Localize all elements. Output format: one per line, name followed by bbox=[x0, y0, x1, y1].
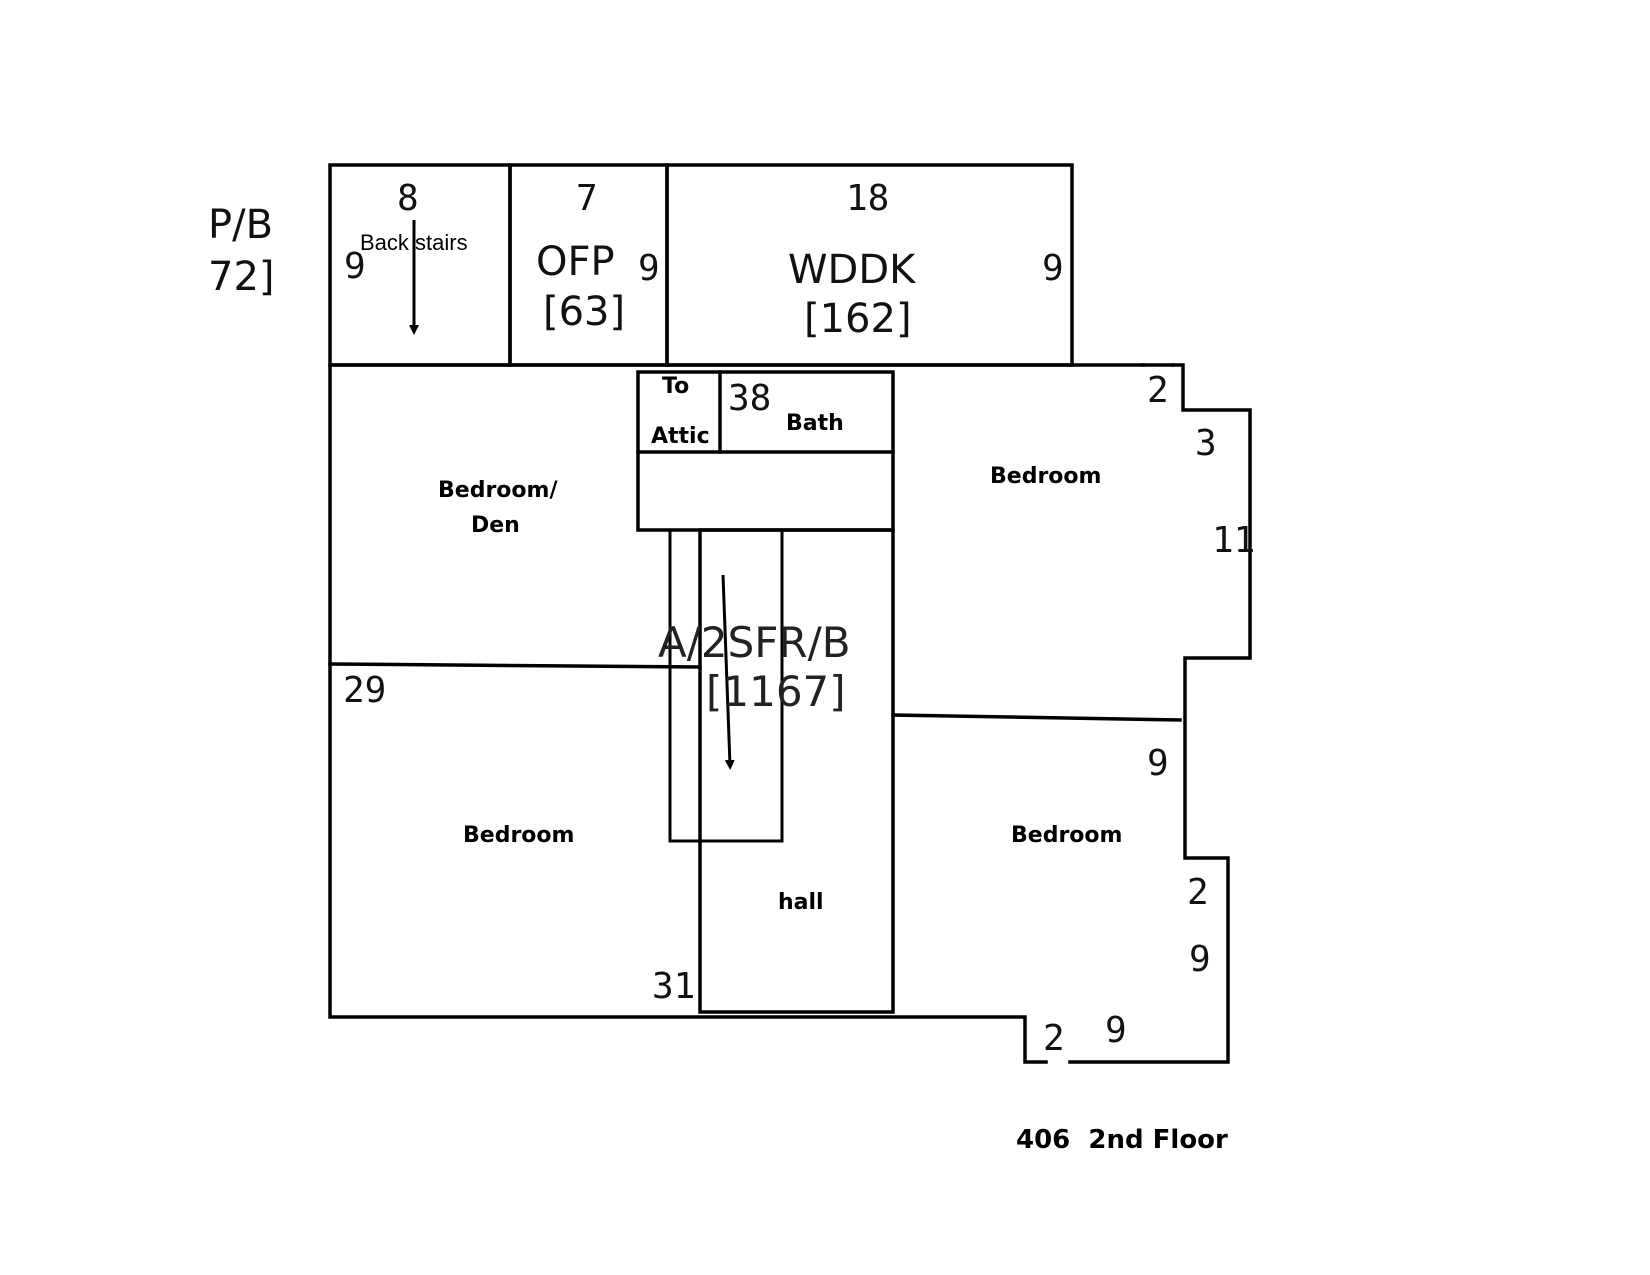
wddk-code: WDDK bbox=[788, 247, 917, 293]
dim-back-stairs-width: 8 bbox=[397, 178, 419, 219]
dim-right-bump: 11 bbox=[1212, 520, 1255, 561]
plan-caption: 406 2nd Floor bbox=[1016, 1125, 1228, 1155]
left-cut-area: 72] bbox=[208, 254, 275, 300]
dim-ofp-depth: 9 bbox=[638, 248, 660, 289]
hall bbox=[698, 528, 895, 1014]
label-bedroom-den-1: Bedroom/ bbox=[438, 478, 558, 503]
label-attic: Attic bbox=[651, 424, 710, 449]
wddk-area: [162] bbox=[804, 296, 912, 342]
dim-right-step-2: 2 bbox=[1187, 872, 1209, 913]
label-bedroom-se: Bedroom bbox=[1011, 823, 1122, 848]
label-back-stairs: Back stairs bbox=[360, 230, 468, 255]
dim-bath-width: 38 bbox=[728, 378, 771, 419]
dim-left-depth: 29 bbox=[343, 670, 386, 711]
dim-right-jog-step: 3 bbox=[1195, 423, 1217, 464]
label-to: To bbox=[662, 374, 689, 399]
ofp-area: [63] bbox=[543, 289, 625, 335]
main-code: A/2SFR/B bbox=[658, 618, 851, 667]
dim-bottom-width: 31 bbox=[652, 966, 695, 1007]
wall-right-bedrooms bbox=[891, 713, 1182, 722]
dim-right-lower-9: 9 bbox=[1189, 939, 1211, 980]
dim-right-wall-lower: 9 bbox=[1147, 743, 1169, 784]
dim-ofp-width: 7 bbox=[576, 178, 598, 219]
stairwell bbox=[668, 528, 784, 843]
dim-right-jog-top: 2 bbox=[1147, 370, 1169, 411]
dim-wddk-width: 18 bbox=[846, 178, 889, 219]
label-bath: Bath bbox=[786, 411, 844, 436]
label-bedroom-den-2: Den bbox=[471, 513, 520, 538]
wall-den-bedroom bbox=[328, 662, 702, 669]
dim-wddk-depth: 9 bbox=[1042, 248, 1064, 289]
ofp-code: OFP bbox=[536, 239, 615, 285]
main-outline bbox=[328, 363, 1252, 1064]
dim-back-stairs-depth: 9 bbox=[344, 246, 366, 287]
dim-bottom-9: 9 bbox=[1105, 1010, 1127, 1051]
label-hall: hall bbox=[778, 890, 824, 915]
main-stairs-arrow bbox=[721, 574, 735, 770]
label-bedroom-ne: Bedroom bbox=[990, 464, 1101, 489]
dim-bottom-jog-2: 2 bbox=[1043, 1018, 1065, 1059]
label-bedroom-sw: Bedroom bbox=[463, 823, 574, 848]
main-area: [1167] bbox=[706, 667, 846, 716]
left-cut-code: P/B bbox=[208, 202, 273, 248]
